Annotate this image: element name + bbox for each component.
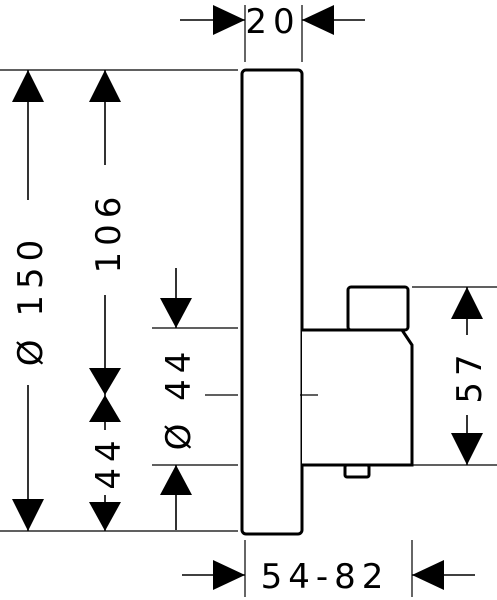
- extension-lines: [0, 5, 497, 597]
- dimension-label-plate-diameter: Ø 150: [11, 234, 51, 366]
- dimension-label-plate-lower: 44: [89, 434, 129, 489]
- dimension-label-body-height: 57: [450, 348, 490, 403]
- dimension-body-diameter: Ø 44: [159, 268, 199, 530]
- dimension-label-plate-upper: 106: [89, 191, 129, 274]
- dimension-label-body-diameter: Ø 44: [159, 346, 199, 451]
- wall-plate: [240, 68, 304, 536]
- valve-top-cap: [346, 285, 410, 332]
- dimension-plate-diameter: Ø 150: [11, 70, 51, 531]
- dimension-top-width: 20: [180, 2, 365, 42]
- dimension-plate-lower: 44: [89, 395, 129, 531]
- valve-bottom-nub: [343, 463, 371, 479]
- valve-body: [302, 328, 414, 467]
- dimension-label-top-width: 20: [245, 2, 300, 42]
- dimension-label-bottom-depth: 54-82: [261, 557, 390, 597]
- dimension-plate-upper: 106: [89, 70, 129, 395]
- part-outline: [240, 68, 414, 536]
- dimension-bottom-depth: 54-82: [182, 557, 475, 597]
- dimension-body-height: 57: [450, 287, 490, 465]
